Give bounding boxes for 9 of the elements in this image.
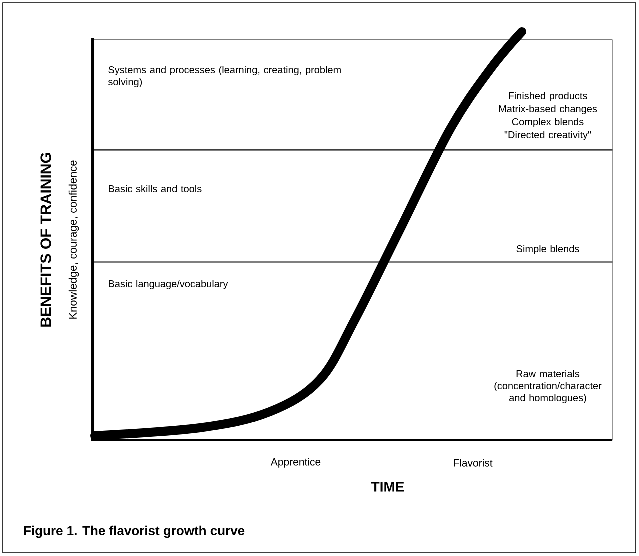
axis-title: TIME — [371, 482, 404, 492]
band: Systems and processes (learning, creating, problem solving) Finished products Matrix-based changes Complex blends "Directed creativity" — [92, 40, 613, 151]
caption: Figure 1. The flavorist growth curve — [24, 526, 245, 538]
axis-label: Apprentice — [270, 458, 321, 468]
axis-subtitle: Knowledge, courage, confidence — [68, 160, 80, 319]
axis-label: Flavorist — [454, 459, 493, 467]
band: Basic language/vocabulary Raw materials (concentration/character and homologues) — [92, 262, 613, 441]
axis-title: BENEFITS OF TRAINING — [40, 153, 52, 327]
band: Basic skills and tools Simple blends — [92, 150, 613, 263]
